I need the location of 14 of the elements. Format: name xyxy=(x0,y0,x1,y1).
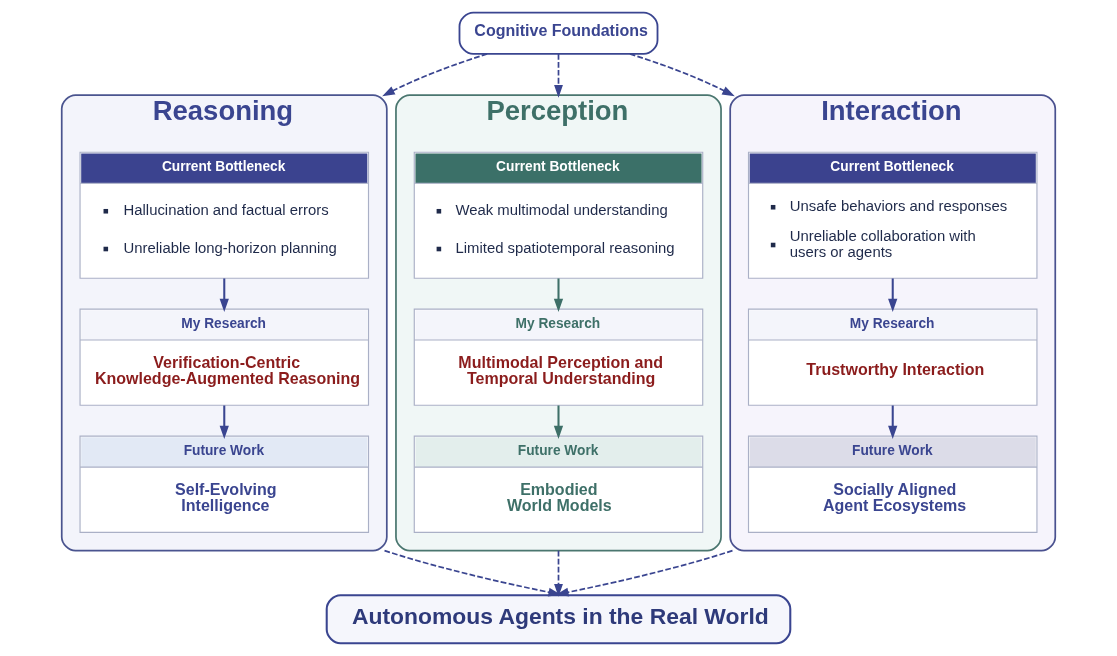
node-box: Cognitive Foundations xyxy=(458,11,659,55)
arrow xyxy=(219,278,229,312)
arrow xyxy=(382,53,488,97)
arrow xyxy=(554,549,563,597)
arrow xyxy=(888,278,898,312)
arrow xyxy=(219,405,229,439)
node-box: Autonomous Agents in the Real World xyxy=(325,594,792,645)
arrow xyxy=(555,549,734,597)
arrow xyxy=(888,405,898,439)
arrow xyxy=(383,549,562,597)
arrow xyxy=(553,278,564,312)
arrow xyxy=(553,405,564,439)
arrow xyxy=(554,53,563,98)
arrow xyxy=(629,53,735,97)
